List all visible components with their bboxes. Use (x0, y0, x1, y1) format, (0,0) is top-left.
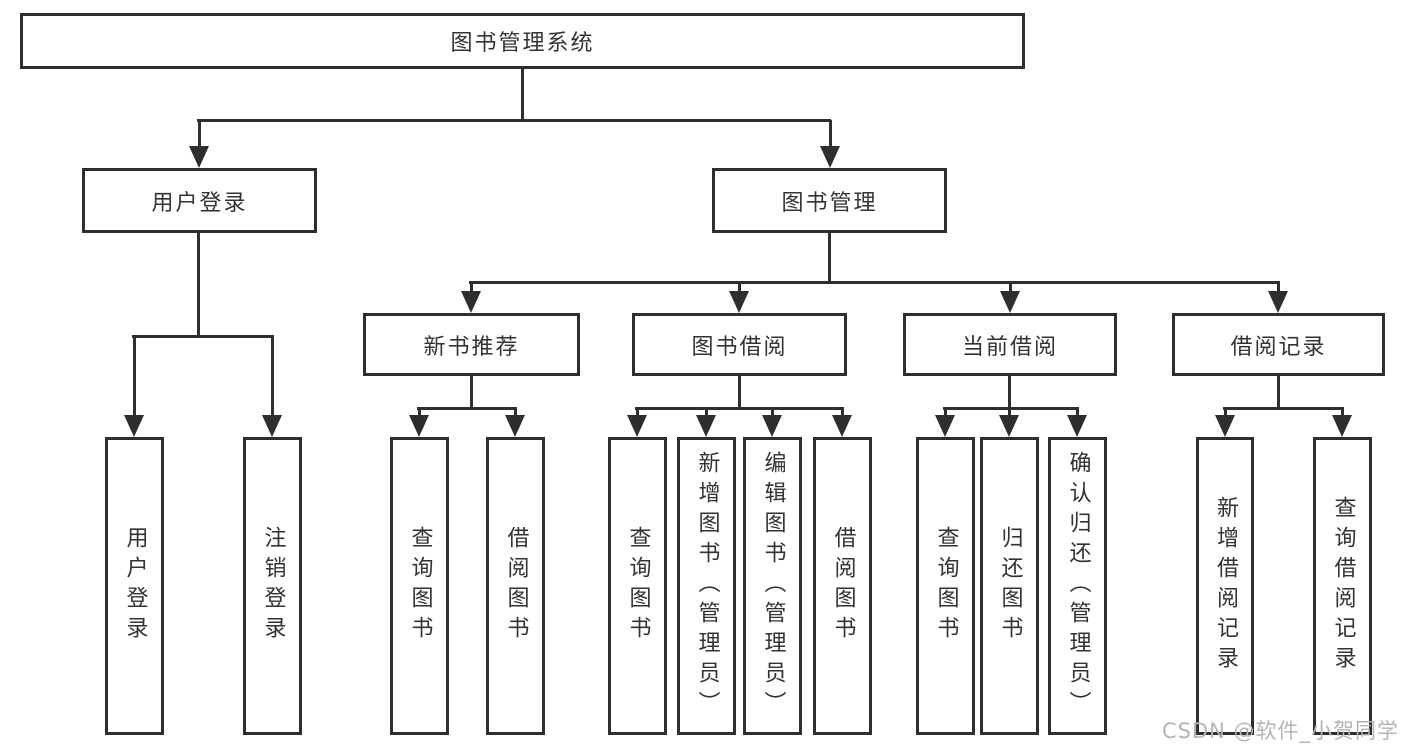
connector-arrow-shaft (705, 409, 708, 417)
node-leaf-return-book: 归还图书 (980, 437, 1039, 735)
node-label: 查询图书 (625, 526, 651, 646)
node-leaf-logout: 注销登录 (243, 437, 302, 735)
arrow-down-icon (762, 415, 782, 437)
connector-arrow-shaft (271, 336, 274, 417)
connector-arrow-shaft (829, 120, 832, 148)
node-label: 新增图书（管理员） (694, 451, 720, 721)
node-leaf-add-borrow-record: 新增借阅记录 (1196, 437, 1254, 735)
node-label: 用户登录 (151, 190, 248, 216)
node-leaf-borrow-book-rec: 借阅图书 (486, 437, 545, 735)
arrow-down-icon (999, 415, 1019, 437)
connector-arrow-shaft (514, 409, 517, 417)
connector-arrow-shaft (198, 120, 201, 148)
node-label: 当前借阅 (961, 334, 1058, 360)
arrow-down-icon (627, 415, 647, 437)
node-label: 查询图书 (933, 526, 959, 646)
node-leaf-confirm-return-admin: 确认归还（管理员） (1048, 437, 1107, 735)
node-root-system: 图书管理系统 (20, 13, 1025, 69)
connector-line-horizontal (635, 407, 844, 410)
arrow-down-icon (189, 146, 209, 168)
csdn-watermark: CSDN @软件_小贺同学 (1161, 719, 1399, 743)
connector-line-vertical (197, 233, 200, 337)
node-label: 图书借阅 (691, 334, 788, 360)
arrow-down-icon (1067, 415, 1087, 437)
connector-line-horizontal (1223, 407, 1344, 410)
node-label: 查询借阅记录 (1330, 496, 1356, 676)
connector-arrow-shaft (841, 409, 844, 417)
node-label: 归还图书 (997, 526, 1023, 646)
node-leaf-add-book-admin: 新增图书（管理员） (677, 437, 736, 735)
connector-line-vertical (1277, 376, 1280, 409)
connector-line-vertical (738, 376, 741, 409)
connector-line-horizontal (417, 407, 517, 410)
node-leaf-edit-book-admin: 编辑图书（管理员） (743, 437, 802, 735)
node-leaf-query-book-rec: 查询图书 (390, 437, 449, 735)
node-label: 用户登录 (122, 526, 148, 646)
arrow-down-icon (1268, 291, 1288, 313)
arrow-down-icon (832, 415, 852, 437)
arrow-down-icon (1332, 415, 1352, 437)
connector-arrow-shaft (1224, 409, 1227, 417)
arrow-down-icon (1000, 291, 1020, 313)
arrow-down-icon (505, 415, 525, 437)
connector-arrow-shaft (944, 409, 947, 417)
node-group-current-borrow: 当前借阅 (903, 313, 1117, 376)
arrow-down-icon (1215, 415, 1235, 437)
node-label: 借阅图书 (503, 526, 529, 646)
connector-arrow-shaft (1009, 283, 1012, 293)
arrow-down-icon (729, 291, 749, 313)
connector-line-vertical (470, 376, 473, 409)
connector-line-horizontal (943, 407, 1079, 410)
connector-arrow-shaft (1076, 409, 1079, 417)
connector-line-horizontal (197, 119, 831, 122)
node-branch-book-management: 图书管理 (712, 168, 947, 233)
arrow-down-icon (409, 415, 429, 437)
connector-arrow-shaft (470, 283, 473, 293)
node-group-borrow-record: 借阅记录 (1172, 313, 1385, 376)
node-leaf-borrow-book: 借阅图书 (813, 437, 872, 735)
arrow-down-icon (696, 415, 716, 437)
connector-arrow-shaft (771, 409, 774, 417)
arrow-down-icon (935, 415, 955, 437)
connector-line-horizontal (469, 281, 1280, 284)
arrow-down-icon (124, 415, 144, 437)
connector-arrow-shaft (738, 283, 741, 293)
connector-arrow-shaft (636, 409, 639, 417)
node-branch-user-login: 用户登录 (82, 168, 317, 233)
node-label: 图书管理 (781, 190, 878, 216)
node-label: 编辑图书（管理员） (760, 451, 786, 721)
node-label: 借阅图书 (830, 526, 856, 646)
node-label: 图书管理系统 (450, 31, 595, 56)
node-group-book-borrow: 图书借阅 (632, 313, 847, 376)
arrow-down-icon (461, 291, 481, 313)
node-leaf-user-login: 用户登录 (105, 437, 164, 735)
node-label: 借阅记录 (1230, 334, 1327, 360)
connector-line-vertical (828, 233, 831, 283)
node-label: 注销登录 (260, 526, 286, 646)
node-label: 新增借阅记录 (1213, 496, 1238, 676)
node-leaf-query-borrow-record: 查询借阅记录 (1313, 437, 1372, 735)
connector-line-vertical (521, 69, 524, 121)
arrow-down-icon (262, 415, 282, 437)
connector-arrow-shaft (1277, 283, 1280, 293)
node-label: 新书推荐 (423, 334, 520, 360)
connector-arrow-shaft (133, 336, 136, 417)
node-leaf-query-book-borrow: 查询图书 (608, 437, 667, 735)
connector-line-horizontal (132, 335, 274, 338)
node-label: 查询图书 (407, 526, 433, 646)
connector-arrow-shaft (418, 409, 421, 417)
connector-arrow-shaft (1008, 409, 1011, 417)
connector-line-vertical (1008, 376, 1011, 409)
arrow-down-icon (820, 146, 840, 168)
node-label: 确认归还（管理员） (1065, 451, 1091, 721)
node-leaf-query-book-current: 查询图书 (916, 437, 975, 735)
node-group-new-book-recommend: 新书推荐 (363, 313, 580, 376)
connector-arrow-shaft (1341, 409, 1344, 417)
